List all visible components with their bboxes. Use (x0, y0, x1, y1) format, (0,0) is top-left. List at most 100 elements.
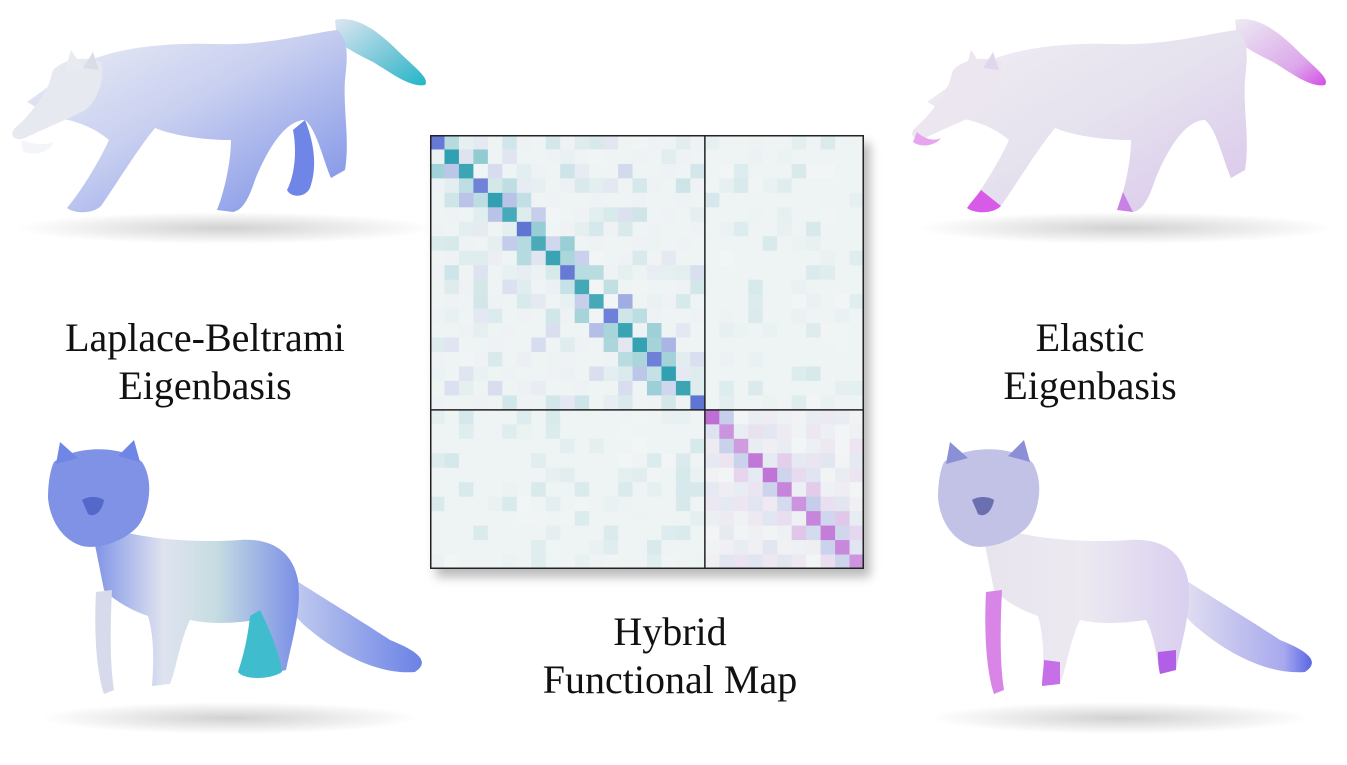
matrix-cell (545, 163, 561, 179)
matrix-cell (589, 294, 605, 310)
matrix-cell (632, 352, 648, 367)
matrix-cell (516, 380, 532, 396)
matrix-cell (560, 395, 576, 411)
matrix-cell (458, 424, 474, 440)
matrix-cell (574, 178, 590, 194)
matrix-cell (647, 540, 662, 556)
matrix-cell (444, 438, 460, 454)
matrix-cell (719, 236, 735, 252)
matrix-cell (430, 294, 445, 310)
matrix-cell (589, 395, 605, 411)
matrix-cell (777, 424, 793, 440)
matrix-cell (647, 135, 662, 150)
matrix-cell (704, 221, 720, 237)
matrix-cell (820, 323, 836, 339)
matrix-cell (661, 496, 677, 512)
lbo-label: Laplace-Beltrami Eigenbasis (40, 314, 370, 410)
matrix-cell (748, 453, 764, 469)
matrix-cell (516, 149, 532, 165)
matrix-cell (835, 250, 851, 266)
matrix-cell (531, 366, 547, 382)
matrix-cell (849, 279, 864, 295)
matrix-cell (835, 554, 851, 569)
matrix-cell (603, 467, 619, 483)
matrix-cell (473, 366, 489, 382)
matrix-cell (603, 294, 619, 310)
matrix-cell (661, 337, 677, 353)
matrix-cell (719, 453, 735, 469)
matrix-cell (516, 337, 532, 353)
matrix-cell (502, 337, 518, 353)
matrix-cell (545, 453, 561, 469)
matrix-cell (574, 294, 590, 310)
matrix-cell (835, 149, 851, 165)
matrix-cell (560, 438, 576, 454)
matrix-cell (545, 352, 561, 367)
matrix-cell (675, 163, 691, 179)
matrix-cell (762, 482, 778, 498)
matrix-cell (487, 511, 503, 527)
matrix-cell (574, 554, 590, 569)
matrix-cell (791, 409, 807, 425)
matrix-cell (733, 337, 749, 353)
matrix-cell (545, 496, 561, 512)
matrix-cell (502, 221, 518, 237)
matrix-cell (516, 467, 532, 483)
matrix-cell (704, 207, 720, 223)
matrix-cell (690, 438, 706, 454)
matrix-cell (690, 525, 706, 541)
matrix-cell (733, 409, 749, 425)
matrix-cell (560, 192, 576, 208)
matrix-cell (603, 192, 619, 208)
matrix-cell (661, 308, 677, 324)
matrix-cell (719, 366, 735, 382)
matrix-cell (444, 366, 460, 382)
matrix-cell (791, 438, 807, 454)
matrix-cell (589, 221, 605, 237)
matrix-cell (560, 366, 576, 382)
matrix-cell (719, 380, 735, 396)
matrix-cell (430, 467, 445, 483)
matrix-cell (690, 337, 706, 353)
matrix-cell (820, 236, 836, 252)
matrix-cell (777, 352, 793, 367)
matrix-cell (820, 554, 836, 569)
matrix-cell (849, 149, 864, 165)
matrix-cell (632, 453, 648, 469)
matrix-cell (444, 236, 460, 252)
matrix-cell (502, 279, 518, 295)
matrix-cell (748, 511, 764, 527)
matrix-cell (430, 207, 445, 223)
matrix-cell (704, 279, 720, 295)
matrix-cell (444, 265, 460, 281)
matrix-cell (473, 424, 489, 440)
matrix-cell (661, 250, 677, 266)
matrix-cell (444, 511, 460, 527)
matrix-cell (603, 250, 619, 266)
matrix-cell (748, 424, 764, 440)
fox-standing-icon (40, 440, 422, 734)
matrix-cell (661, 192, 677, 208)
matrix-cell (704, 554, 720, 569)
matrix-cell (849, 250, 864, 266)
matrix-cell (545, 265, 561, 281)
matrix-cell (473, 250, 489, 266)
matrix-cell (502, 178, 518, 194)
matrix-cell (560, 135, 576, 150)
matrix-cell (603, 352, 619, 367)
matrix-cell (762, 337, 778, 353)
matrix-cell (473, 352, 489, 367)
matrix-cell (502, 207, 518, 223)
matrix-cell (444, 308, 460, 324)
matrix-cell (632, 409, 648, 425)
matrix-cell (545, 149, 561, 165)
matrix-cell (849, 424, 864, 440)
matrix-cell (675, 352, 691, 367)
matrix-cell (603, 438, 619, 454)
matrix-cell (704, 395, 720, 411)
matrix-cell (603, 337, 619, 353)
matrix-cell (487, 409, 503, 425)
matrix-cell (835, 294, 851, 310)
matrix-cell (618, 511, 634, 527)
matrix-cell (704, 438, 720, 454)
